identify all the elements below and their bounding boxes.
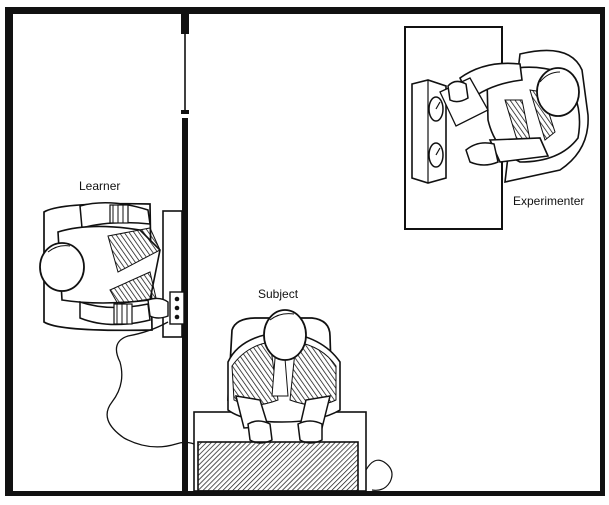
electrode-wire (106, 321, 199, 448)
electrode-box (169, 291, 185, 325)
shock-generator (197, 441, 359, 492)
learner-figure (39, 202, 169, 326)
floor-cable (365, 459, 393, 491)
partition-wall-top (181, 14, 189, 34)
subject-label: Subject (258, 287, 299, 301)
experimenter-label: Experimenter (513, 194, 585, 208)
subject-figure (227, 309, 341, 444)
experimenter-figure (439, 49, 589, 184)
partition-wall (182, 118, 188, 491)
learner-label: Learner (79, 179, 121, 193)
clock-panel (411, 79, 447, 184)
